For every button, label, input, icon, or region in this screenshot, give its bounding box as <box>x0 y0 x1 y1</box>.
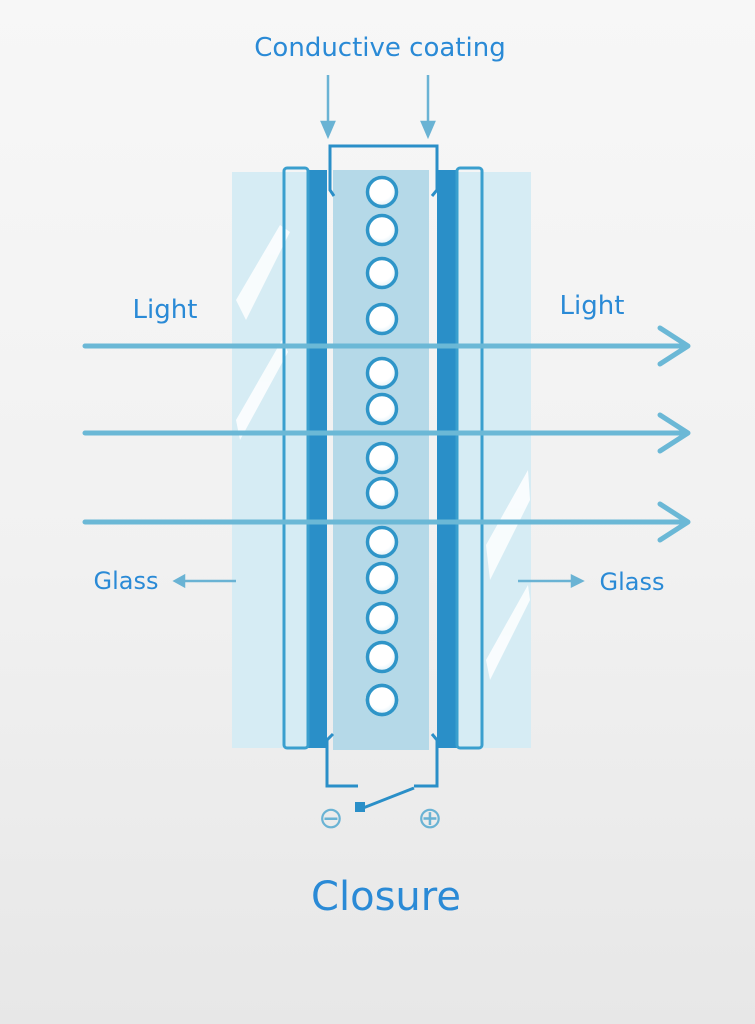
ion-particle <box>365 213 399 247</box>
ion-particle <box>365 640 399 674</box>
light-ray <box>82 412 691 454</box>
ion-particle <box>365 525 399 559</box>
switch-pivot <box>355 802 365 812</box>
ion-particle <box>365 561 399 595</box>
circuit-wiring <box>325 144 439 810</box>
negative-terminal-icon: ⊖ <box>318 801 343 836</box>
ion-particle <box>365 683 399 717</box>
coating-pointer-arrows <box>320 75 436 140</box>
coating-layer-left <box>307 170 327 748</box>
ion-particle <box>365 392 399 426</box>
state-title: Closure <box>311 874 461 920</box>
ion-particle <box>365 441 399 475</box>
light-rays <box>82 325 691 543</box>
glass-reflections <box>236 225 530 680</box>
glass-label-left: Glass <box>94 567 159 595</box>
conductive-coating-label: Conductive coating <box>254 33 505 63</box>
coating-layer-right <box>437 170 457 748</box>
ion-particle <box>365 356 399 390</box>
ion-particle <box>365 175 399 209</box>
light-label-left: Light <box>133 295 198 325</box>
light-ray <box>82 501 691 543</box>
glass-pointer-left <box>172 573 236 589</box>
glass-label-right: Glass <box>600 568 665 596</box>
light-label-right: Light <box>560 291 625 321</box>
light-ray <box>82 325 691 367</box>
ion-particles <box>365 175 399 717</box>
ion-particle <box>365 256 399 290</box>
glass-pointer-right <box>518 573 585 589</box>
ion-particle <box>365 476 399 510</box>
ion-particle <box>365 601 399 635</box>
glass-frame-outlines <box>282 166 484 750</box>
ion-particle <box>365 302 399 336</box>
positive-terminal-icon: ⊕ <box>417 801 442 836</box>
